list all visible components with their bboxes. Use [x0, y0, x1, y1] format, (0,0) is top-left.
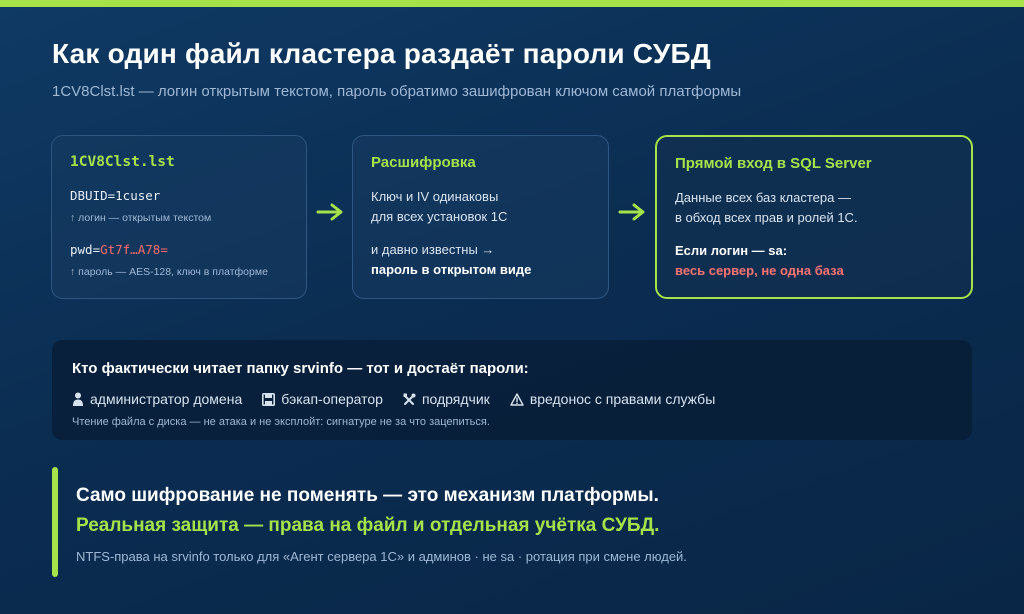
readers-list: администратор домена бэкап-оператор подр… [72, 391, 715, 407]
reader-label: вредонос с правами службы [529, 391, 716, 407]
reader-item: вредонос с правами службы [510, 391, 715, 407]
pwd-line: pwd=Gt7f…A78= [70, 242, 168, 257]
pwd-note: ↑ пароль — AES-128, ключ в платформе [70, 266, 268, 278]
pwd-key: pwd= [70, 242, 101, 257]
page-subtitle: 1CV8Clst.lst — логин открытым текстом, п… [52, 83, 742, 100]
sql-line-1: Данные всех баз кластера — [675, 190, 851, 205]
dbuid-key: DBUID= [70, 188, 116, 203]
footer-statement: Само шифрование не поменять — это механи… [76, 485, 659, 506]
sql-line-2: в обход всех прав и ролей 1С. [675, 210, 858, 225]
arrow-right-icon [618, 203, 645, 221]
reader-label: бэкап-оператор [281, 391, 383, 407]
reader-label: администратор домена [90, 391, 243, 407]
footer-note: NTFS-права на srvinfo только для «Агент … [76, 549, 687, 564]
floppy-disk-icon [262, 392, 276, 406]
decrypt-line-1: Ключ и IV одинаковы [371, 189, 499, 204]
decrypt-line-2: для всех установок 1С [371, 209, 508, 224]
file-card: 1CV8Clst.lst DBUID=1cuser ↑ логин — откр… [51, 135, 307, 299]
sql-line-3: Если логин — sa: [675, 243, 788, 258]
panel-title: Кто фактически читает папку srvinfo — то… [72, 360, 529, 377]
arrow-right-icon [316, 203, 343, 221]
readers-panel: Кто фактически читает папку srvinfo — то… [52, 340, 972, 440]
person-icon [73, 392, 83, 406]
footer-recommendation: Реальная защита — права на файл и отдель… [76, 515, 660, 536]
decrypt-line-3: и давно известны → [371, 242, 495, 257]
top-accent-bar [0, 0, 1024, 7]
reader-item: администратор домена [72, 391, 242, 407]
decrypt-line-4: пароль в открытом виде [371, 262, 532, 277]
decrypt-card: Расшифровка Ключ и IV одинаковы для всех… [352, 135, 609, 299]
reader-label: подрядчик [421, 391, 490, 407]
dbuid-note: ↑ логин — открытым текстом [70, 212, 212, 224]
sql-card: Прямой вход в SQL Server Данные всех баз… [655, 135, 973, 299]
dbuid-value: 1cuser [115, 188, 161, 203]
reader-item: подрядчик [403, 391, 490, 407]
sql-card-title: Прямой вход в SQL Server [675, 155, 872, 172]
tools-icon [403, 393, 416, 405]
sql-line-4: весь сервер, не одна база [675, 263, 844, 278]
file-card-title: 1CV8Clst.lst [70, 154, 175, 170]
page-title: Как один файл кластера раздаёт пароли СУ… [52, 38, 711, 69]
reader-item: бэкап-оператор [262, 391, 383, 407]
pwd-value: Gt7f…A78= [100, 242, 168, 257]
footer-accent-bar [52, 467, 58, 577]
decrypt-card-title: Расшифровка [371, 154, 476, 171]
panel-note: Чтение файла с диска — не атака и не экс… [72, 416, 490, 428]
warning-icon [510, 392, 524, 406]
dbuid-line: DBUID=1cuser [70, 188, 160, 203]
